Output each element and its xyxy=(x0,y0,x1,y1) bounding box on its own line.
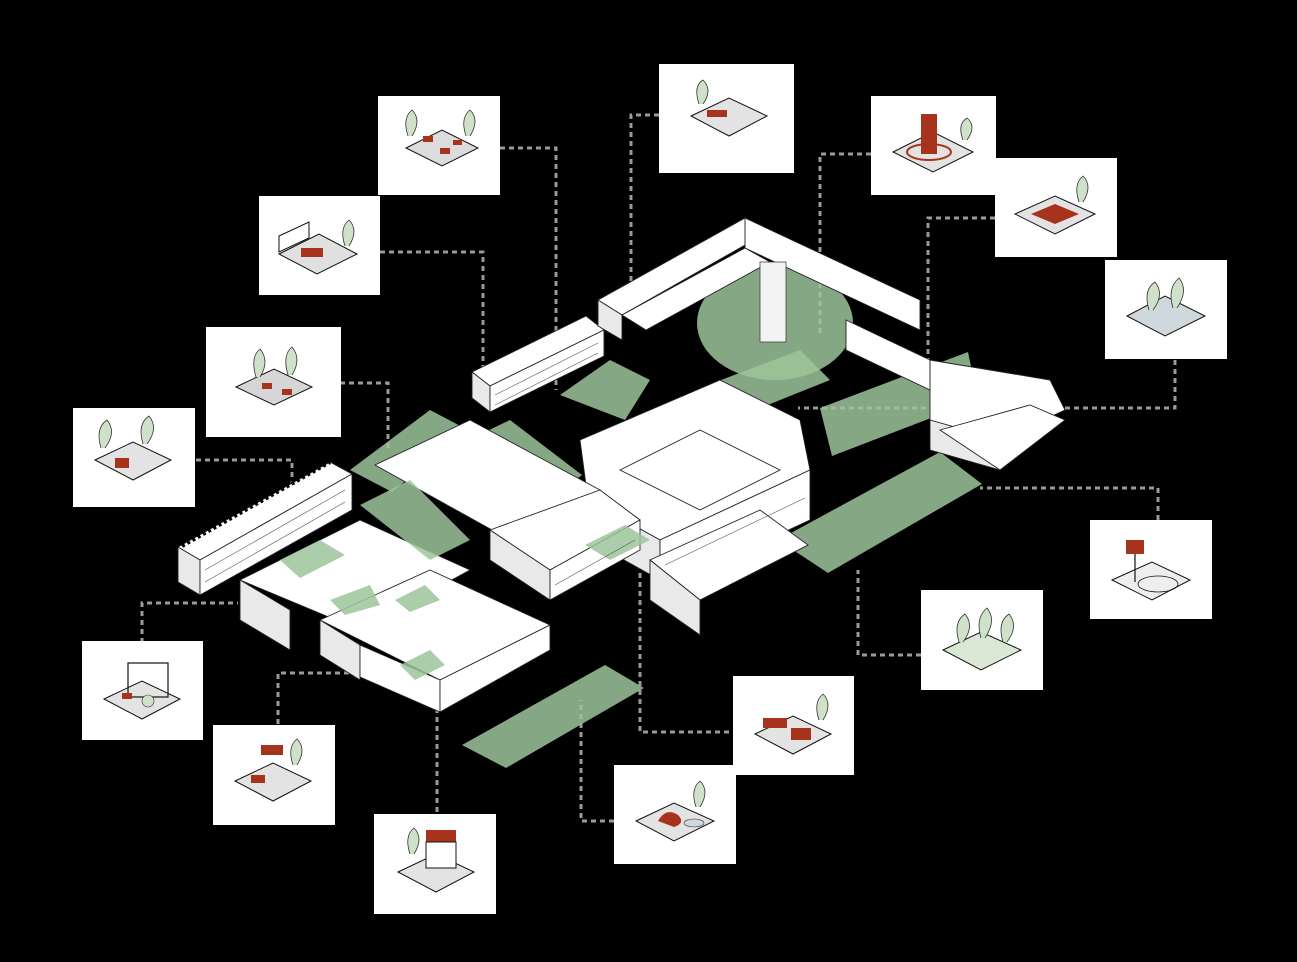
wall-bench-icon xyxy=(277,219,359,275)
south-west-wing xyxy=(177,460,552,713)
card-garden-benches xyxy=(73,408,195,507)
sculpture-pond-icon xyxy=(634,780,716,842)
north-west-wing xyxy=(471,217,769,413)
sports-court-icon xyxy=(1013,175,1097,235)
card-path-benches xyxy=(659,64,794,173)
play-furniture-icon xyxy=(753,693,833,755)
north-east-block xyxy=(621,217,1066,471)
card-dense-planting xyxy=(921,590,1043,690)
path-bench-icon xyxy=(689,79,769,137)
pergola-icon xyxy=(102,662,182,720)
tree-seating-icon xyxy=(234,346,314,406)
picnic-tables-icon xyxy=(404,109,480,167)
basketball-hoop-icon xyxy=(1110,540,1192,601)
card-sports-court xyxy=(995,158,1117,257)
garden-bench-icon xyxy=(93,415,173,481)
card-trees-seating xyxy=(206,327,341,437)
card-basketball xyxy=(1090,520,1212,619)
pavilion-icon xyxy=(396,827,476,893)
card-pavilion xyxy=(374,814,496,914)
water-garden-icon xyxy=(1125,277,1207,337)
dense-planting-icon xyxy=(941,607,1023,671)
card-wall-bench-garden xyxy=(259,196,380,295)
roof-greens xyxy=(280,480,650,680)
card-sculpture-pond xyxy=(614,765,736,864)
card-courtyard-tables xyxy=(378,96,500,195)
tower-plaza-icon xyxy=(891,114,975,173)
window-rows xyxy=(204,342,806,586)
card-steps-garden xyxy=(213,725,335,825)
card-tower-plaza xyxy=(871,96,996,195)
stepped-garden-icon xyxy=(233,738,313,802)
card-play-furniture xyxy=(733,676,854,775)
card-water-garden xyxy=(1105,260,1227,359)
card-pergola-garden xyxy=(82,641,203,740)
